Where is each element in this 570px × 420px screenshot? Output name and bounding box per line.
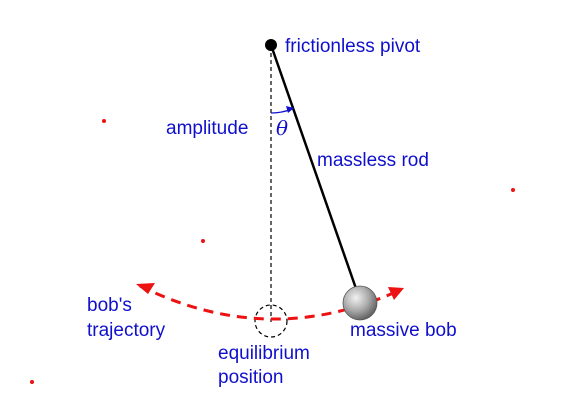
frictionless-pivot <box>265 39 277 51</box>
equilibrium-label-line1: equilibrium <box>218 343 310 364</box>
rod-label: massless rod <box>317 150 429 171</box>
pivot-label: frictionless pivot <box>285 36 421 57</box>
theta-label: θ <box>276 116 288 140</box>
stray-dot <box>30 380 34 384</box>
massive-bob <box>342 285 378 321</box>
bob-label: massive bob <box>350 320 457 341</box>
stray-dot <box>102 119 106 123</box>
equilibrium-label-line2: position <box>218 367 284 388</box>
stray-dot <box>201 239 205 243</box>
amplitude-label: amplitude <box>166 118 248 139</box>
trajectory-arc <box>139 284 401 321</box>
trajectory-label-line2: trajectory <box>87 320 166 341</box>
stray-dot <box>511 188 515 192</box>
trajectory-label-line1: bob's <box>87 295 132 316</box>
trajectory-arrow-left <box>136 283 155 294</box>
massless-rod <box>269 44 362 301</box>
amplitude-arrowhead <box>286 106 294 113</box>
equilibrium-position-marker <box>254 304 288 338</box>
trajectory-arrow-right <box>388 287 404 300</box>
